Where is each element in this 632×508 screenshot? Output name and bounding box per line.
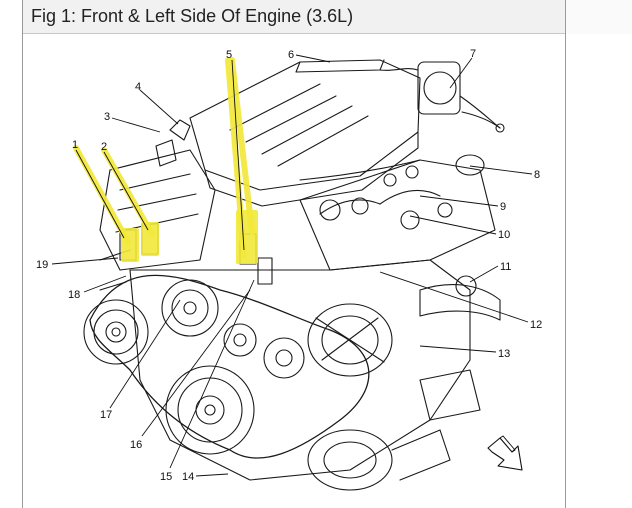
wiring-connector (169, 119, 191, 141)
idler-pulley-left (83, 299, 149, 365)
callout-19: 19 (36, 259, 48, 271)
page-margin (566, 0, 632, 508)
callout-4: 4 (135, 81, 141, 93)
highlight-callout-5-b (229, 57, 255, 235)
figure-title-bar: Fig 1: Front & Left Side Of Engine (3.6L… (23, 0, 565, 34)
engine-illustration (83, 59, 505, 491)
highlight-sensor-2 (141, 222, 159, 256)
highlight-sensor-5 (236, 210, 258, 264)
highlight-callout-1 (73, 145, 131, 245)
callout-13: 13 (498, 348, 510, 360)
drive-belt (89, 274, 370, 459)
upper-pulley (161, 279, 219, 337)
intake-manifold-cover (189, 59, 421, 191)
crankshaft-balancer (165, 365, 255, 455)
callout-5: 5 (226, 49, 232, 61)
callout-9: 9 (500, 201, 506, 213)
highlight-marks (73, 57, 255, 259)
callout-16: 16 (130, 439, 142, 451)
ac-compressor (307, 429, 393, 491)
left-valve-cover (99, 149, 216, 271)
figure-frame: Fig 1: Front & Left Side Of Engine (3.6L… (22, 0, 566, 508)
callout-6: 6 (288, 49, 294, 61)
exhaust-crossover (419, 284, 501, 321)
callout-8: 8 (534, 169, 540, 181)
callout-7: 7 (470, 48, 476, 60)
callout-11: 11 (500, 261, 511, 273)
callout-14: 14 (182, 471, 194, 483)
callout-2: 2 (101, 141, 107, 153)
callout-3: 3 (104, 111, 110, 123)
leader-lines (51, 54, 533, 477)
callout-18: 18 (68, 289, 80, 301)
figure-title: Fig 1: Front & Left Side Of Engine (3.6L… (31, 6, 354, 26)
oil-filter-housing (419, 369, 481, 421)
water-pump-pulley (263, 337, 305, 379)
highlight-sensor-1 (121, 228, 139, 262)
front-direction-arrow-icon (487, 435, 523, 471)
tensioner-pulley (223, 323, 257, 357)
vacuum-fitting (455, 154, 485, 176)
callout-15: 15 (160, 471, 172, 483)
highlight-callout-2 (101, 147, 155, 237)
throttle-body (417, 61, 461, 115)
callout-17: 17 (100, 409, 112, 421)
callout-10: 10 (498, 229, 510, 241)
callout-12: 12 (530, 319, 542, 331)
generator (307, 303, 393, 377)
callout-1: 1 (72, 139, 78, 151)
